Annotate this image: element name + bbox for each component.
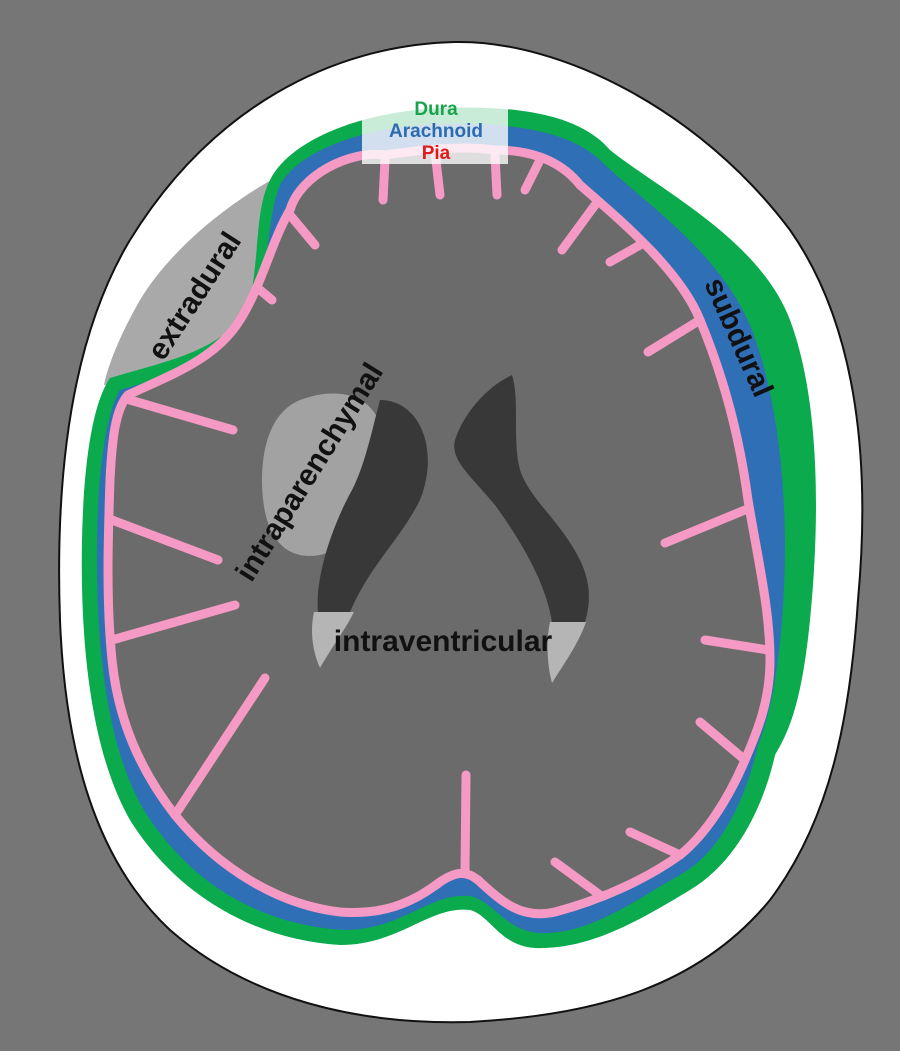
brain-parenchyma <box>103 143 775 919</box>
pia-sulci <box>107 147 773 900</box>
legend-box <box>362 100 508 164</box>
legend-arachnoid: Arachnoid <box>389 121 483 142</box>
legend-dura: Dura <box>414 99 458 120</box>
right-ventricle-blood <box>547 622 586 683</box>
label-intraventricular: intraventricular <box>334 625 553 658</box>
right-lateral-ventricle <box>454 375 589 622</box>
left-lateral-ventricle <box>317 400 428 612</box>
left-ventricle-blood <box>312 612 354 668</box>
legend-pia: Pia <box>422 143 451 164</box>
extradural-hematoma <box>104 170 290 385</box>
